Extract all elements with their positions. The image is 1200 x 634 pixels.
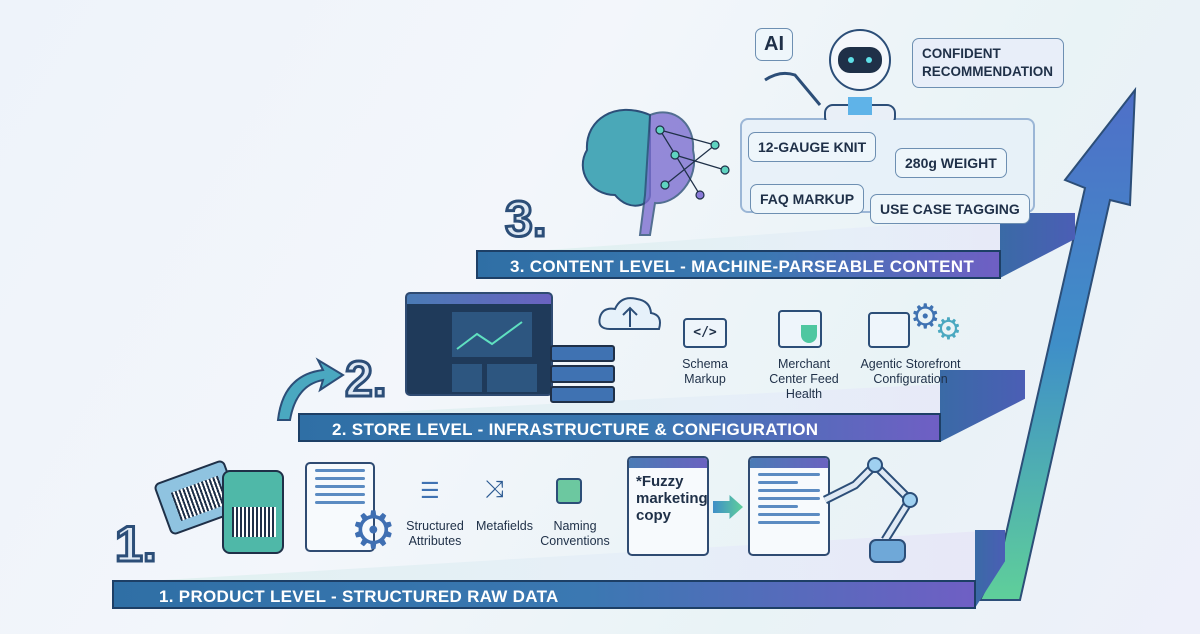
- cube-check-icon: [556, 478, 582, 504]
- growth-arrow: [978, 86, 1137, 601]
- list-icon: ☰: [420, 478, 440, 503]
- caption-schema-markup: Schema Markup: [682, 357, 728, 386]
- cloud-upload-icon: [598, 297, 661, 330]
- caption-merchant-center: Merchant Center Feed Health: [769, 357, 839, 401]
- document-icon: [305, 462, 375, 552]
- curved-arrow-icon: [276, 357, 345, 421]
- barcode-tag-icon: [222, 470, 284, 554]
- fuzzy-copy-document: *Fuzzy marketing copy: [627, 456, 709, 556]
- structured-document: [748, 456, 830, 556]
- gear-icon: ⚙: [910, 298, 941, 336]
- feed-health-shield-icon: [778, 310, 822, 348]
- caption-structured-attributes: Structured Attributes: [406, 519, 464, 548]
- storefront-gears-icon: [868, 312, 910, 348]
- level-1-number: 1.: [114, 515, 159, 574]
- level-3-bar: 3. CONTENT LEVEL - MACHINE-PARSEABLE CON…: [476, 250, 1001, 279]
- brain-network-icon: [581, 109, 730, 236]
- gear-icon: ⚙: [935, 313, 962, 346]
- tag-280g-weight: 280g WEIGHT: [895, 148, 1007, 178]
- tag-12-gauge-knit: 12-GAUGE KNIT: [748, 132, 877, 162]
- ai-badge: AI: [755, 28, 793, 61]
- level-2-number: 2.: [344, 350, 389, 409]
- tag-use-case-tagging: USE CASE TAGGING: [870, 194, 1030, 224]
- fuzzy-copy-text: *Fuzzy marketing copy: [636, 473, 708, 524]
- robot-icon: [764, 29, 896, 120]
- gear-icon: ⚙: [350, 502, 397, 560]
- shuffle-icon: ⤨: [485, 476, 505, 503]
- server-rack-icon: [550, 345, 615, 403]
- caption-metafields: Metafields: [476, 519, 533, 533]
- robot-speech-bubble: CONFIDENT RECOMMENDATION: [912, 38, 1064, 88]
- caption-agentic-storefront: Agentic Storefront Configuration: [860, 357, 961, 386]
- caption-naming-conventions: Naming Conventions: [540, 519, 610, 548]
- dashboard-window-icon: [405, 292, 553, 396]
- tag-faq-markup: FAQ MARKUP: [750, 184, 865, 214]
- code-icon: </>: [683, 318, 727, 348]
- level-3-number: 3.: [504, 190, 549, 249]
- robotic-arm-icon: [822, 457, 918, 563]
- level-2-bar: 2. STORE LEVEL - INFRASTRUCTURE & CONFIG…: [298, 413, 941, 442]
- level-1-bar: 1. PRODUCT LEVEL - STRUCTURED RAW DATA: [112, 580, 976, 609]
- right-arrow-icon: [713, 495, 743, 519]
